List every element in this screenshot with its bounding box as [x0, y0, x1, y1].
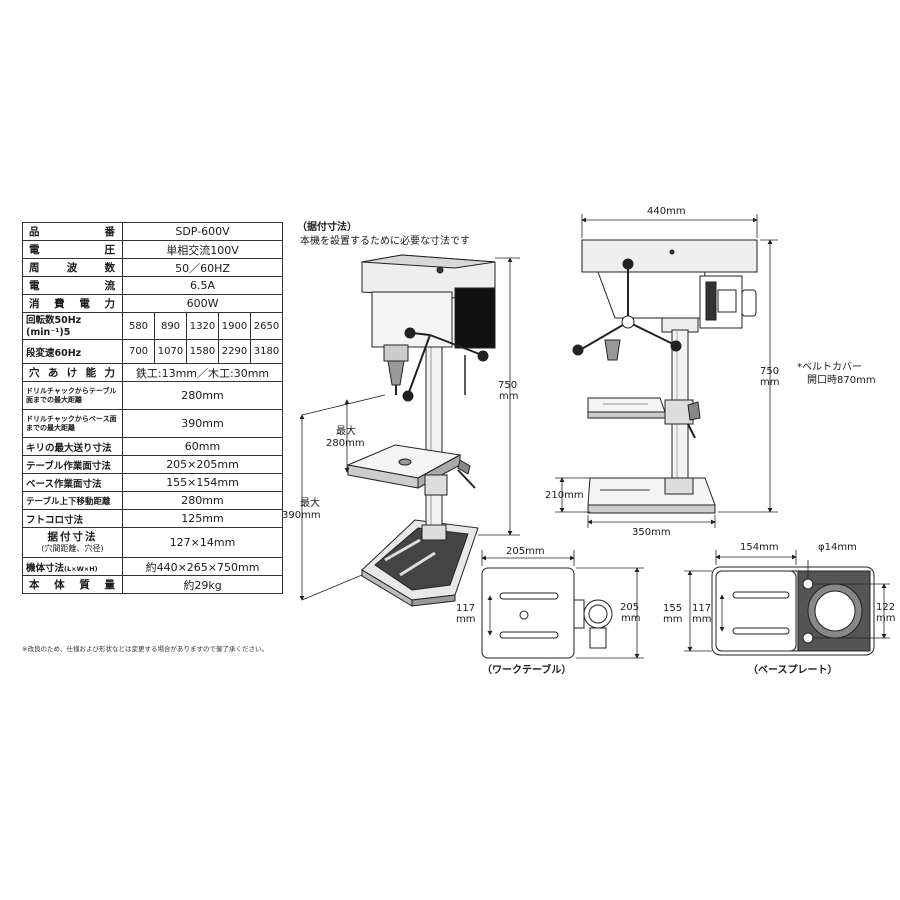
speed-60-cell: 700: [122, 339, 155, 364]
work-table-caption: （ワークテーブル）: [482, 665, 572, 676]
table-row: ドリルチャックからテーブル面までの最大距離 280mm: [22, 381, 284, 410]
spec-label: 周波数: [22, 258, 123, 277]
mounting-sub-label: (穴間距離、穴径): [41, 543, 104, 553]
spec-value: 280mm: [121, 381, 284, 410]
front-dim-210: 210mm: [545, 490, 584, 501]
speed-60-cell: 2290: [218, 339, 251, 364]
spec-label: 本体質量: [22, 575, 123, 594]
speed-60-cell: 1070: [154, 339, 187, 364]
base-plate-dim-122-unit: mm: [876, 613, 896, 624]
side-view-dimensions: [299, 257, 520, 601]
table-row: テーブル上下移動距離 280mm: [22, 491, 284, 510]
spec-table: 品番 SDP-600V 電圧 単相交流100V 周波数 50／60HZ 電流 6…: [22, 222, 284, 594]
spec-label: 段変速60Hz: [22, 339, 123, 364]
table-row: 段変速60Hz 700 1070 1580 2290 3180: [22, 339, 284, 364]
speed-label-50: 回転数50Hz: [26, 315, 82, 326]
body-size-label: 機体寸法: [26, 562, 65, 574]
belt-cover-note-1: *ベルトカバー: [797, 362, 862, 373]
installation-subtitle: 本機を設置するために必要な寸法です: [300, 236, 470, 247]
installation-title: （据付寸法）: [297, 222, 357, 233]
speed-50-cell: 1320: [186, 312, 219, 340]
spec-label: ドリルチャックからベース面までの最大距離: [22, 409, 123, 438]
front-dim-750-unit: mm: [760, 377, 780, 388]
table-row: テーブル作業面寸法 205×205mm: [22, 455, 284, 474]
speed-50-cell: 890: [154, 312, 187, 340]
front-dim-width: 440mm: [647, 206, 686, 217]
work-table-dimensions: [481, 550, 644, 659]
base-plate-dim-155: 155: [663, 603, 683, 614]
front-view-dimensions: [555, 214, 778, 528]
spec-label: ドリルチャックからテーブル面までの最大距離: [22, 381, 123, 410]
table-row: フトコロ寸法 125mm: [22, 509, 284, 528]
work-table-dim-205-right-unit: mm: [621, 613, 641, 624]
base-plate-dim-154: 154mm: [740, 542, 779, 553]
base-plate-dim-117-unit: mm: [692, 614, 712, 625]
speed-label-unit: (min⁻¹)5: [26, 327, 71, 338]
side-dim-280: 280mm: [326, 438, 365, 449]
table-row: 回転数50Hz (min⁻¹)5 580 890 1320 1900 2650: [22, 312, 284, 340]
work-table-dim-205-top: 205mm: [506, 546, 545, 557]
base-plate-dim-hole: φ14mm: [818, 542, 857, 553]
base-plate-dim-122: 122: [876, 602, 896, 613]
side-view-drawing: [346, 254, 496, 607]
body-size-unit: (L×W×H): [64, 564, 98, 573]
base-plate-dim-117: 117: [692, 603, 712, 614]
base-plate-dimensions: [684, 550, 890, 652]
side-max-label-2: 最大: [300, 498, 320, 509]
work-table-dim-205-right: 205: [620, 602, 640, 613]
spec-value: 約29kg: [121, 575, 284, 594]
work-table-dim-117: 117: [456, 603, 476, 614]
belt-cover-note-2: 開口時870mm: [807, 375, 876, 386]
spec-label: 穴あけ能力: [22, 363, 123, 382]
base-plate-dim-155-unit: mm: [663, 614, 683, 625]
front-dim-350: 350mm: [632, 527, 671, 538]
side-max-label-1: 最大: [336, 426, 356, 437]
table-row: 本体質量 約29kg: [22, 575, 284, 594]
table-row: 消費電力 600W: [22, 294, 284, 313]
work-table-drawing: [481, 567, 613, 659]
side-dim-390: 390mm: [282, 510, 321, 521]
side-dim-750: 750: [498, 380, 518, 391]
base-plate-caption: （ベースプレート）: [748, 665, 838, 676]
side-dim-750-unit: mm: [499, 391, 519, 402]
table-row: 周波数 50／60HZ: [22, 258, 284, 277]
mounting-label: 据付寸法: [47, 530, 98, 543]
work-table-dim-117-unit: mm: [456, 614, 476, 625]
spec-value: 205×205mm: [121, 455, 284, 474]
front-dim-750: 750: [760, 366, 780, 377]
footnote: ※改良のため、仕様および形状などは変更する場合がありますので御了承ください。: [22, 645, 268, 653]
base-plate-drawing: [711, 566, 875, 656]
front-view-drawing: [572, 239, 758, 514]
table-row: 据付寸法 (穴間距離、穴径) 127×14mm: [22, 527, 284, 558]
